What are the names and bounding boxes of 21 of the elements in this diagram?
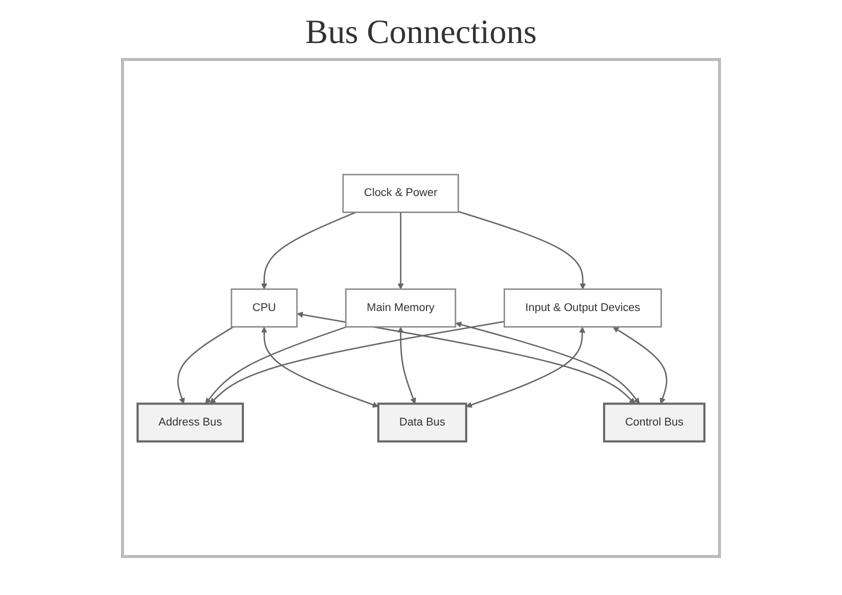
arrow bbox=[261, 326, 379, 408]
node-box bbox=[377, 402, 468, 442]
arrow bbox=[205, 326, 347, 404]
arrow bbox=[177, 326, 234, 404]
diagram-frame: Clock & Power CPU Main Memory Input & Output Devices Address Bus Data Bus Control Bus bbox=[121, 58, 721, 558]
arrow bbox=[296, 312, 636, 404]
node-box bbox=[504, 288, 662, 328]
node-box bbox=[603, 402, 706, 442]
arrow bbox=[466, 326, 586, 408]
arrow bbox=[398, 212, 404, 290]
arrow bbox=[261, 212, 356, 290]
arrow bbox=[455, 322, 640, 404]
node-box bbox=[342, 174, 459, 213]
arrow bbox=[458, 210, 586, 290]
node-box bbox=[230, 288, 298, 328]
arrow bbox=[398, 326, 416, 404]
arrow bbox=[612, 326, 668, 404]
title: Bus Connections bbox=[304, 14, 538, 52]
node-box bbox=[345, 288, 456, 328]
node-box bbox=[136, 402, 244, 442]
arrow bbox=[210, 320, 504, 404]
